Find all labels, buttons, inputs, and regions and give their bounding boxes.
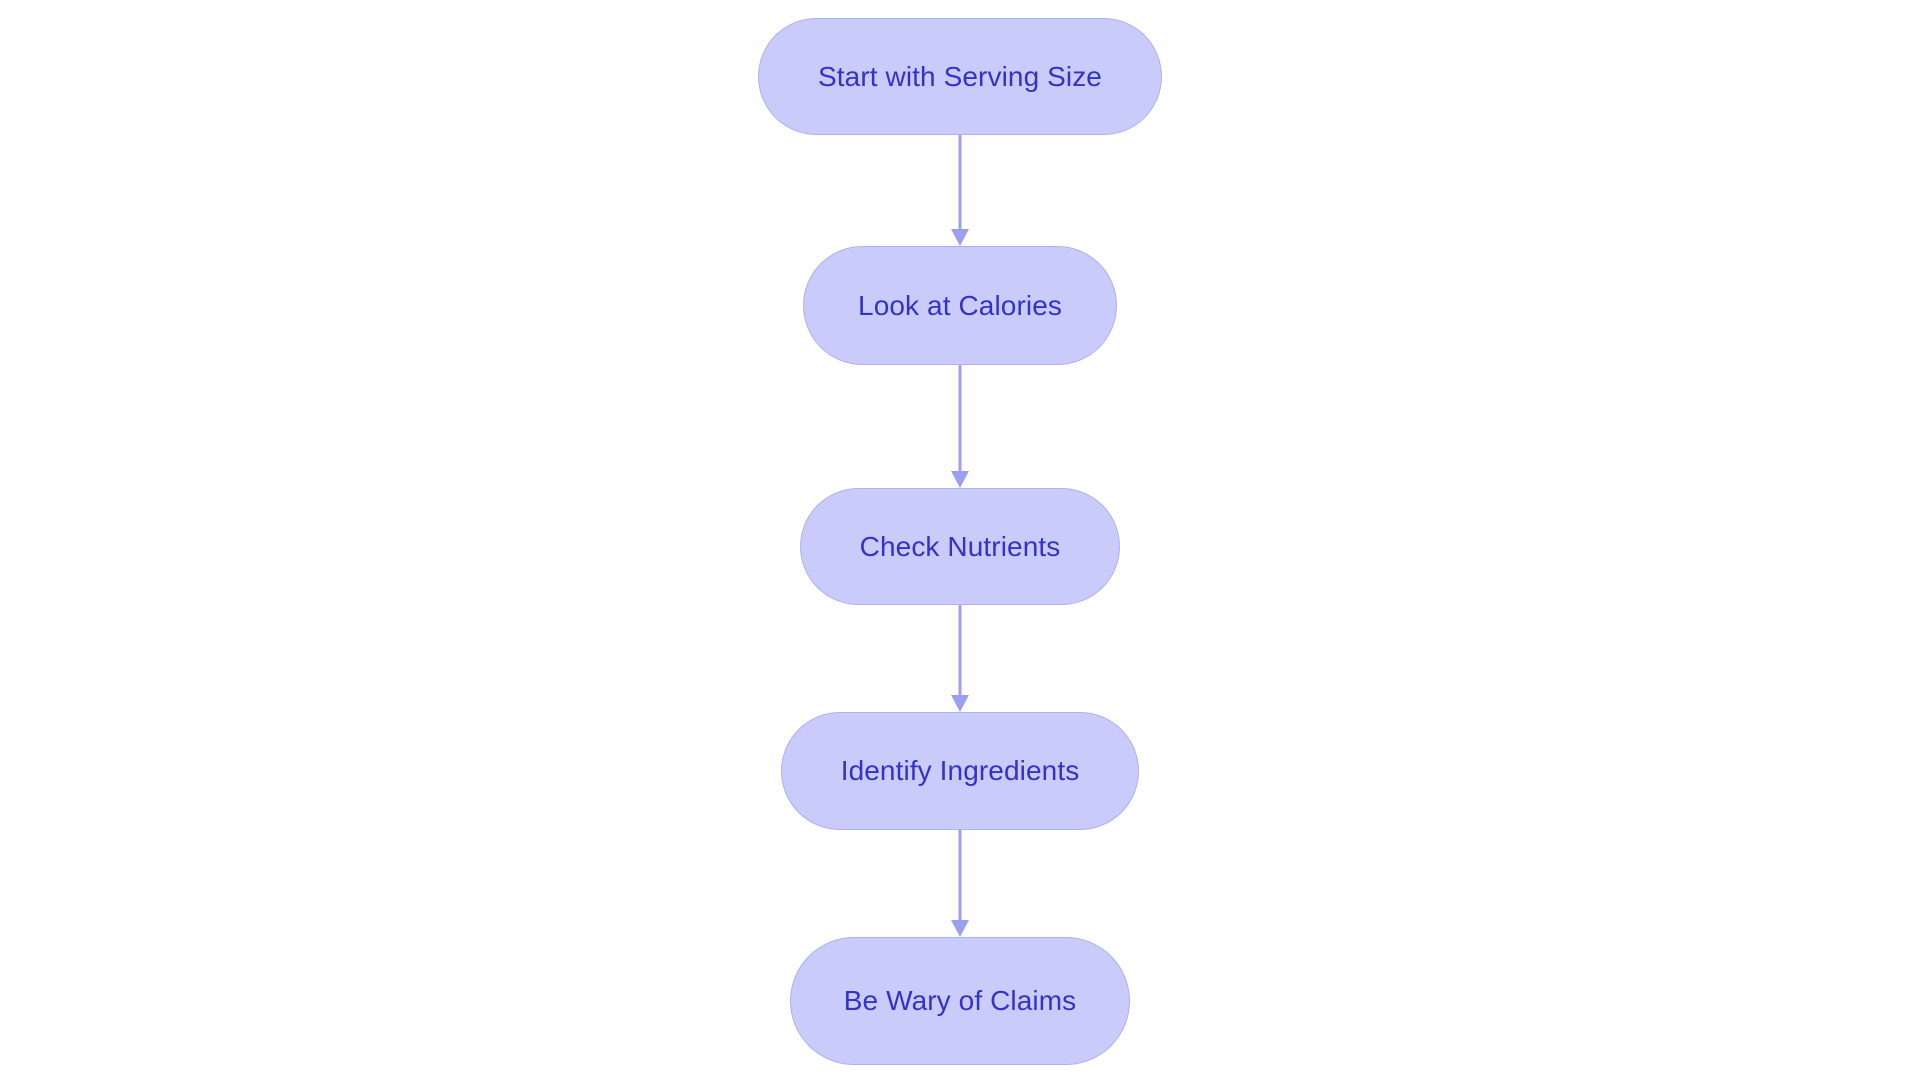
flowchart-node-claims[interactable]: Be Wary of Claims [790,937,1130,1065]
flowchart-node-label: Identify Ingredients [840,755,1080,786]
arrowhead-down-icon [951,920,969,937]
arrowhead-down-icon [951,695,969,712]
connector-calories-to-nutrients [948,365,972,488]
flowchart-node-calories[interactable]: Look at Calories [803,246,1117,365]
arrowhead-down-icon [951,229,969,246]
flowchart-node-ingredients[interactable]: Identify Ingredients [781,712,1139,830]
flowchart-node-label: Check Nutrients [859,530,1061,562]
flowchart-node-label: Start with Serving Size [818,60,1102,92]
connector-line [958,135,962,229]
arrowhead-down-icon [951,471,969,488]
flowchart-node-label: Look at Calories [858,289,1062,321]
flowchart-node-serving-size[interactable]: Start with Serving Size [758,18,1162,135]
connector-line [958,830,962,920]
flowchart-node-nutrients[interactable]: Check Nutrients [800,488,1120,605]
connector-line [958,365,962,471]
flowchart-node-label: Be Wary of Claims [843,985,1077,1016]
connector-line [958,605,962,695]
connector-serving-size-to-calories [948,135,972,246]
connector-nutrients-to-ingredients [948,605,972,712]
connector-ingredients-to-claims [948,830,972,937]
